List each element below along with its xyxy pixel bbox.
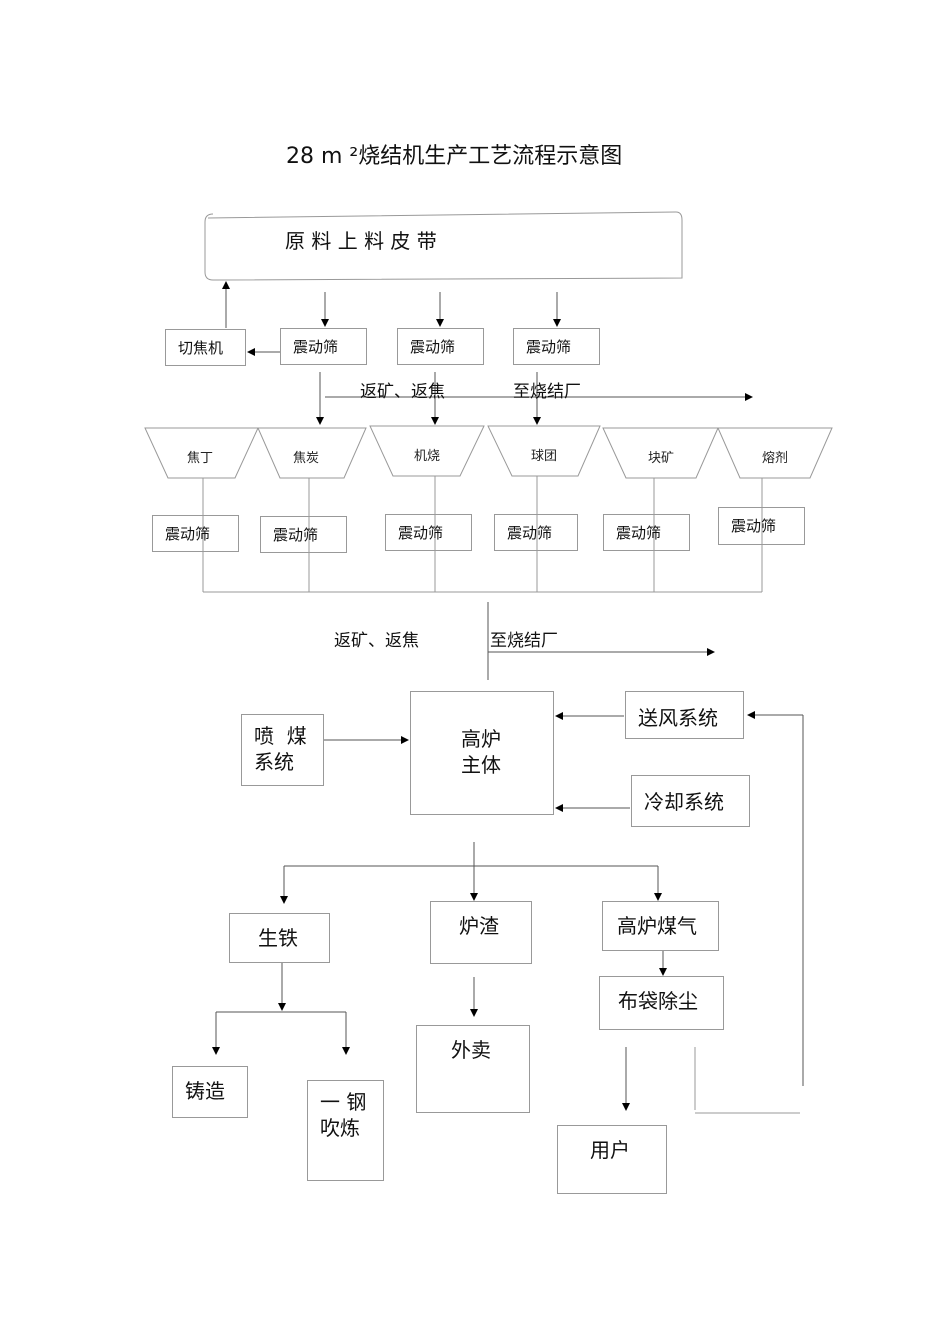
return-label: 返矿、返焦 bbox=[360, 382, 445, 402]
hopper-label: 焦丁 bbox=[186, 451, 213, 466]
hopper-label: 焦炭 bbox=[292, 451, 319, 466]
screen-box: 震动筛 bbox=[260, 516, 347, 553]
screen-box: 震动筛 bbox=[152, 515, 239, 552]
hopper-label: 球团 bbox=[530, 449, 557, 464]
coal-injection-box: 喷 煤 系统 bbox=[241, 714, 324, 786]
steelmaking-box: 一 钢 吹炼 bbox=[307, 1080, 384, 1181]
to-sinter-label: 至烧结厂 bbox=[490, 631, 558, 651]
blast-furnace-box: 高炉 主体 bbox=[410, 691, 554, 815]
page-title: 28 m ²烧结机生产工艺流程示意图 bbox=[286, 144, 623, 169]
casting-box: 铸造 bbox=[172, 1066, 248, 1118]
raw-material-belt: 原 料 上 料 皮 带 bbox=[285, 229, 437, 253]
air-supply-box: 送风系统 bbox=[625, 691, 744, 739]
hopper-label: 机烧 bbox=[413, 449, 440, 464]
screen-box: 震动筛 bbox=[494, 514, 578, 551]
users-box: 用户 bbox=[557, 1125, 667, 1194]
slag-box: 炉渣 bbox=[430, 901, 532, 964]
screen-box: 震动筛 bbox=[280, 328, 367, 365]
hopper-label: 块矿 bbox=[647, 451, 674, 466]
return-label: 返矿、返焦 bbox=[334, 631, 419, 651]
bag-filter-box: 布袋除尘 bbox=[599, 976, 724, 1030]
screen-box: 震动筛 bbox=[513, 328, 600, 365]
cooling-box: 冷却系统 bbox=[631, 775, 750, 827]
coke-cutter-box: 切焦机 bbox=[165, 329, 246, 366]
screen-box: 震动筛 bbox=[397, 328, 484, 365]
screen-box: 震动筛 bbox=[718, 507, 805, 545]
screen-box: 震动筛 bbox=[385, 514, 472, 551]
bf-gas-box: 高炉煤气 bbox=[602, 901, 719, 951]
to-sinter-label: 至烧结厂 bbox=[513, 382, 581, 402]
hopper-label: 熔剂 bbox=[761, 451, 788, 466]
screen-box: 震动筛 bbox=[603, 514, 690, 551]
pig-iron-box: 生铁 bbox=[229, 913, 330, 963]
sale-box: 外卖 bbox=[416, 1025, 530, 1113]
